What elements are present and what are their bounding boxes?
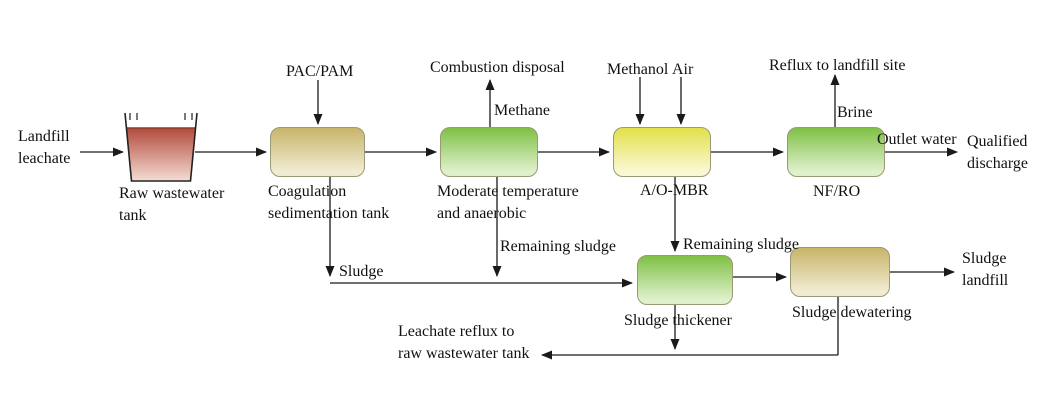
label-air: Air: [672, 61, 694, 78]
label-sludge-landfill: Sludge landfill: [962, 250, 1009, 289]
label-remaining-sludge-aombr: Remaining sludge: [683, 236, 799, 253]
label-nf-ro: NF/RO: [813, 183, 861, 200]
node-nf-ro: [787, 127, 885, 177]
label-methanol: Methanol: [607, 61, 669, 78]
label-sludge-dewatering: Sludge dewatering: [792, 304, 912, 321]
label-brine: Brine: [837, 104, 873, 121]
label-qualified-discharge: Qualified discharge: [967, 133, 1029, 172]
node-coagulation-sedimentation-tank: [270, 127, 365, 177]
label-raw-wastewater-tank: Raw wastewater tank: [119, 185, 225, 224]
label-remaining-sludge-anaerobic: Remaining sludge: [500, 238, 616, 255]
label-reflux-to-landfill-site: Reflux to landfill site: [769, 57, 906, 74]
label-sludge-thickener: Sludge thickener: [624, 312, 732, 329]
node-ao-mbr: [613, 127, 711, 177]
label-outlet-water: Outlet water: [877, 131, 957, 148]
node-moderate-temperature-anaerobic: [440, 127, 538, 177]
label-pac-pam: PAC/PAM: [286, 63, 354, 80]
node-sludge-dewatering: [790, 247, 890, 297]
label-sludge: Sludge: [339, 263, 384, 280]
label-moderate-temperature: Moderate temperature and anaerobic: [437, 183, 579, 222]
label-coagulation-sedimentation: Coagulation sedimentation tank: [268, 183, 390, 222]
label-ao-mbr: A/O-MBR: [640, 182, 709, 199]
label-methane: Methane: [494, 102, 550, 119]
label-leachate-reflux: Leachate reflux to raw wastewater tank: [398, 323, 530, 362]
raw-wastewater-tank-shape: [124, 112, 198, 182]
label-combustion-disposal: Combustion disposal: [430, 59, 565, 76]
node-sludge-thickener: [637, 255, 733, 305]
label-landfill-leachate: Landfill leachate: [18, 128, 71, 167]
